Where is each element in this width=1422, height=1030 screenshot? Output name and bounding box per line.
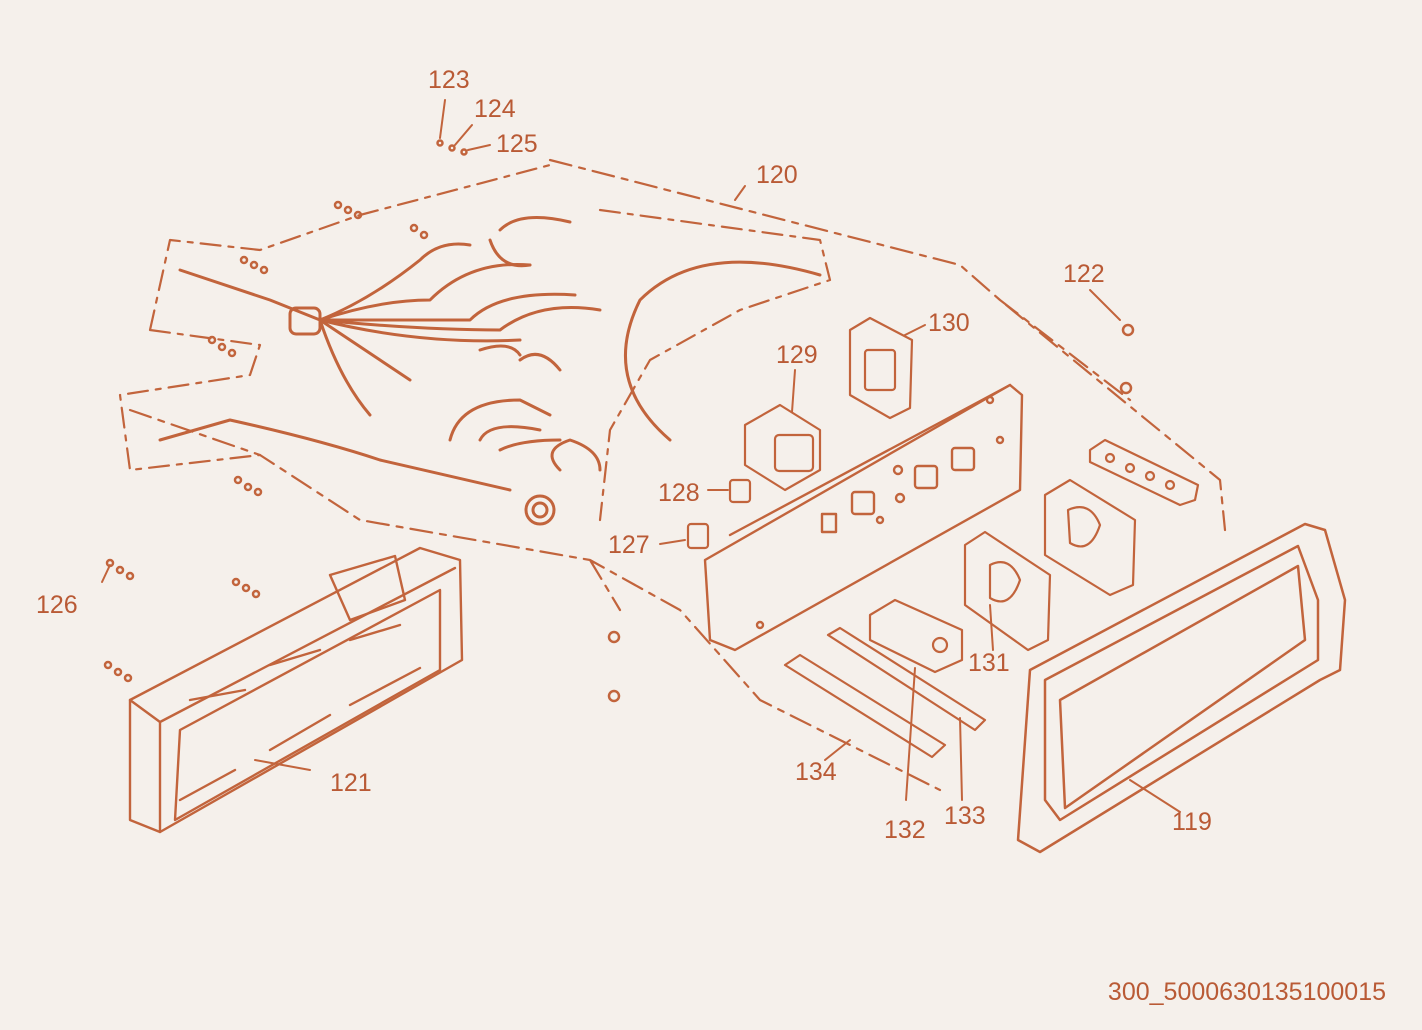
wire-harness: [158, 216, 822, 526]
part-133-bar: [826, 626, 987, 732]
callout-126: 126: [36, 591, 78, 619]
leader-lines: [101, 99, 1181, 813]
dashed-assembly-outline: [128, 158, 1227, 792]
callout-129: 129: [776, 341, 818, 369]
part-132-breaker: [868, 598, 964, 674]
harness-dashed-envelope: [118, 163, 832, 522]
screws: [103, 139, 1135, 703]
callout-120: 120: [756, 161, 798, 189]
callout-123: 123: [428, 66, 470, 94]
part-128-switch: [728, 478, 752, 504]
part-131-receptacle: [963, 530, 1052, 652]
callout-128: 128: [658, 479, 700, 507]
part-121-front-cover: [128, 546, 464, 834]
part-130-module: [848, 316, 914, 420]
callout-127: 127: [608, 531, 650, 559]
part-127-switch: [686, 522, 710, 550]
part-134-bar: [783, 653, 947, 759]
callout-122: 122: [1063, 260, 1105, 288]
callout-133: 133: [944, 802, 986, 830]
part-119-front-frame: [1016, 522, 1347, 854]
callout-132: 132: [884, 816, 926, 844]
receptacle-upper: [1043, 478, 1137, 597]
part-120-control-panel: [703, 383, 1024, 652]
callout-130: 130: [928, 309, 970, 337]
document-id: 300_5000630135100015: [1107, 978, 1386, 1006]
callout-131: 131: [968, 649, 1010, 677]
callout-labels: 123 124 125 120 122 130 129 128 127 126 …: [36, 66, 1212, 844]
part-129-module: [743, 403, 822, 492]
callout-119: 119: [1172, 808, 1212, 836]
indicator-strip: [1088, 438, 1200, 507]
callout-121: 121: [330, 769, 372, 797]
callout-134: 134: [795, 758, 837, 786]
callout-124: 124: [474, 95, 516, 123]
callout-125: 125: [496, 130, 538, 158]
